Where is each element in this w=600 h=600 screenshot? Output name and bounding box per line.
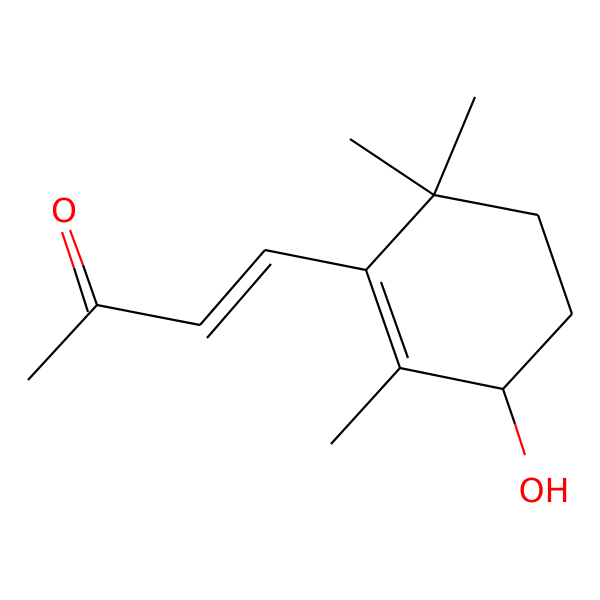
bond-alkene-inner <box>206 263 272 339</box>
bond-carbonyl-double-b <box>72 267 90 313</box>
bond-ring-c1-c2-inner <box>379 281 410 359</box>
bond-carbonyl-alkene <box>96 303 201 327</box>
bond-methyl-carbonyl <box>27 304 98 381</box>
bond-alkene <box>199 249 266 326</box>
bond-carbonyl-double-a-red <box>68 229 85 266</box>
atom-label-carbonyl-oxygen: O <box>51 191 77 230</box>
bond-carbonyl-double-b-red <box>60 231 76 269</box>
bond-carbonyl-double-a <box>81 264 99 306</box>
bond-gem-methyl-1 <box>349 138 435 196</box>
bond-ring-c1-c6 <box>365 194 435 271</box>
bond-ring-c2-c3 <box>399 366 504 391</box>
bond-ring-c4-c5 <box>536 214 574 315</box>
bond-c3-oh <box>501 388 517 425</box>
bond-ring-methyl <box>330 367 401 445</box>
bond-ring-c5-c6 <box>433 193 539 217</box>
bond-ring-c3-c4 <box>502 313 573 390</box>
bond-c3-oh-red <box>513 423 527 456</box>
bond-ring-c1-c2 <box>364 269 402 369</box>
bond-gem-methyl-2 <box>432 96 477 196</box>
atom-label-hydroxyl: OH <box>519 471 570 510</box>
bond-alkene-ring <box>264 248 367 272</box>
